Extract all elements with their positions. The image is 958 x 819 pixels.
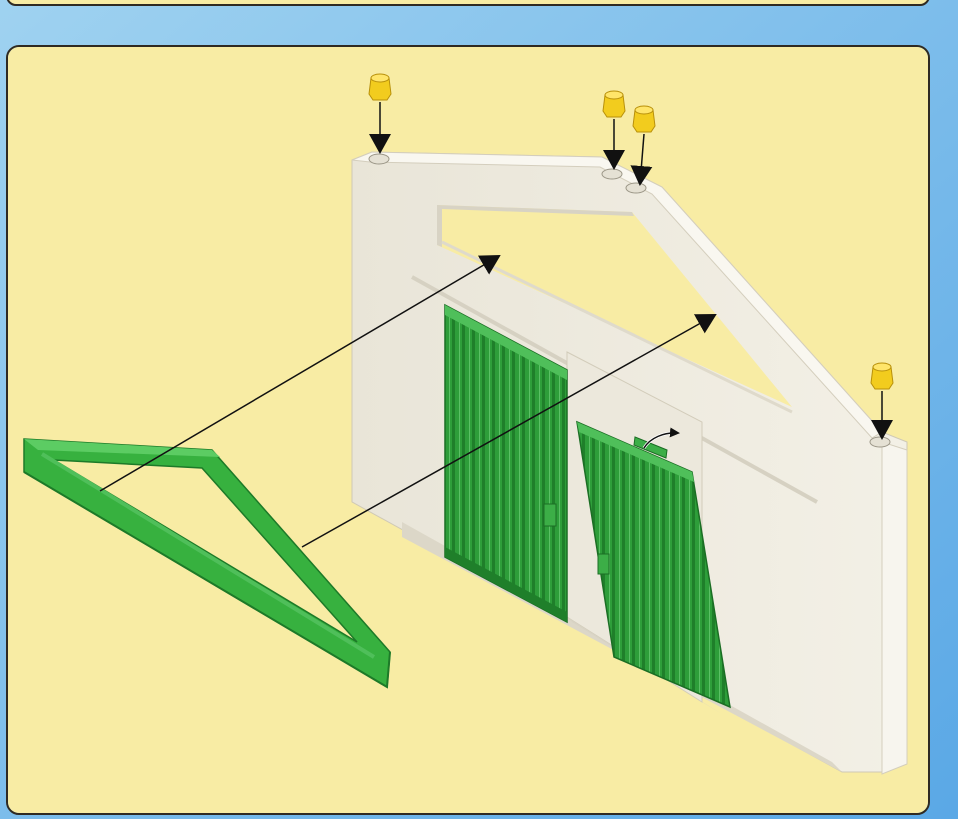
yellow-stud-icon [369,74,391,100]
yellow-stud-icon [633,106,655,132]
yellow-stud-icon [871,363,893,389]
yellow-stud-icon [603,91,625,117]
instruction-step-panel [6,45,930,815]
assembly-diagram [8,47,930,815]
previous-step-panel [6,0,930,6]
